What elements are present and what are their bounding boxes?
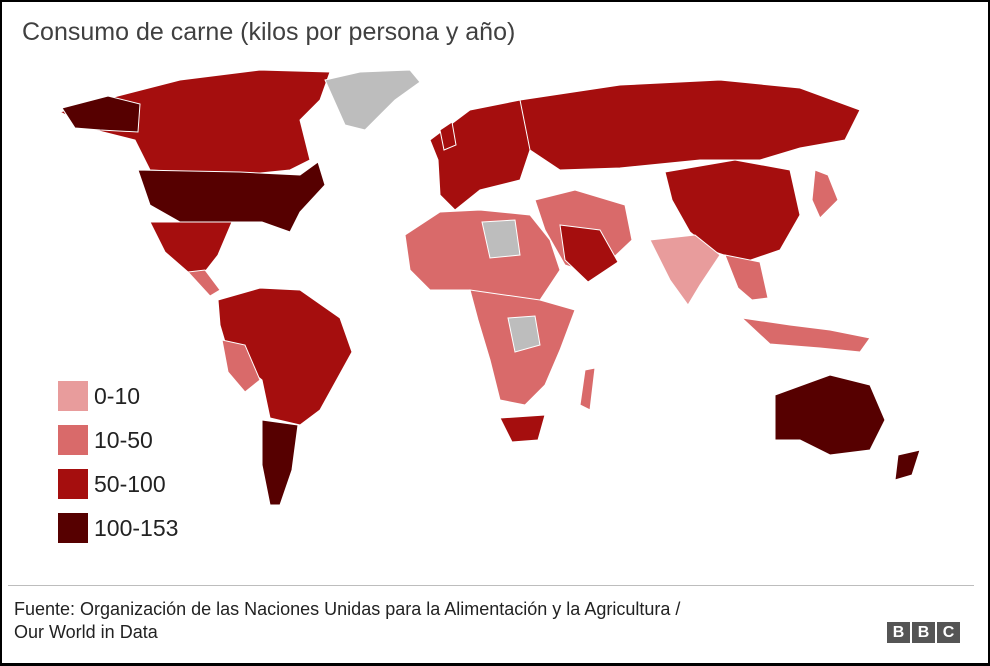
legend-item: 0-10 [58, 374, 178, 418]
legend-item: 50-100 [58, 462, 178, 506]
source-line-2: Our World in Data [14, 622, 158, 642]
region-argentina [261, 419, 299, 506]
region-africa-central-nodata [507, 315, 541, 353]
region-libya [481, 219, 521, 259]
region-saudi-arabia [559, 224, 619, 283]
bbc-logo: B B C [887, 622, 960, 643]
region-alaska [61, 95, 141, 133]
legend-swatch [58, 425, 88, 455]
region-greenland [324, 69, 421, 131]
legend-item: 10-50 [58, 418, 178, 462]
legend-swatch [58, 513, 88, 543]
bbc-logo-letter: B [887, 622, 910, 643]
bbc-logo-letter: B [912, 622, 935, 643]
region-australia [774, 374, 886, 456]
footer-divider [8, 585, 974, 586]
region-canada [58, 69, 331, 176]
region-usa [137, 161, 326, 233]
region-mexico [149, 221, 233, 279]
region-africa-north [404, 209, 561, 301]
map-legend: 0-10 10-50 50-100 100-153 [58, 374, 178, 550]
legend-label: 10-50 [94, 426, 153, 453]
legend-label: 0-10 [94, 382, 141, 409]
legend-label: 50-100 [94, 470, 166, 497]
region-peru [221, 339, 261, 393]
legend-label: 100-153 [94, 514, 179, 541]
region-uk [439, 121, 457, 151]
region-russia [519, 79, 861, 171]
region-new-zealand [894, 449, 921, 481]
region-indonesia [740, 317, 871, 353]
region-india [649, 234, 721, 306]
region-central-america [186, 269, 221, 297]
map-title: Consumo de carne (kilos por persona y añ… [22, 18, 516, 46]
region-south-africa [499, 414, 546, 443]
region-japan [811, 169, 839, 219]
legend-item: 100-153 [58, 506, 178, 550]
world-map [58, 69, 921, 506]
legend-swatch [58, 381, 88, 411]
region-madagascar [579, 367, 596, 411]
bbc-logo-letter: C [937, 622, 960, 643]
region-europe [429, 99, 541, 211]
region-china [664, 159, 801, 263]
source-note: Fuente: Organización de las Naciones Uni… [14, 598, 894, 644]
source-line-1: Fuente: Organización de las Naciones Uni… [14, 599, 681, 619]
region-southeast-asia [724, 254, 769, 301]
legend-swatch [58, 469, 88, 499]
